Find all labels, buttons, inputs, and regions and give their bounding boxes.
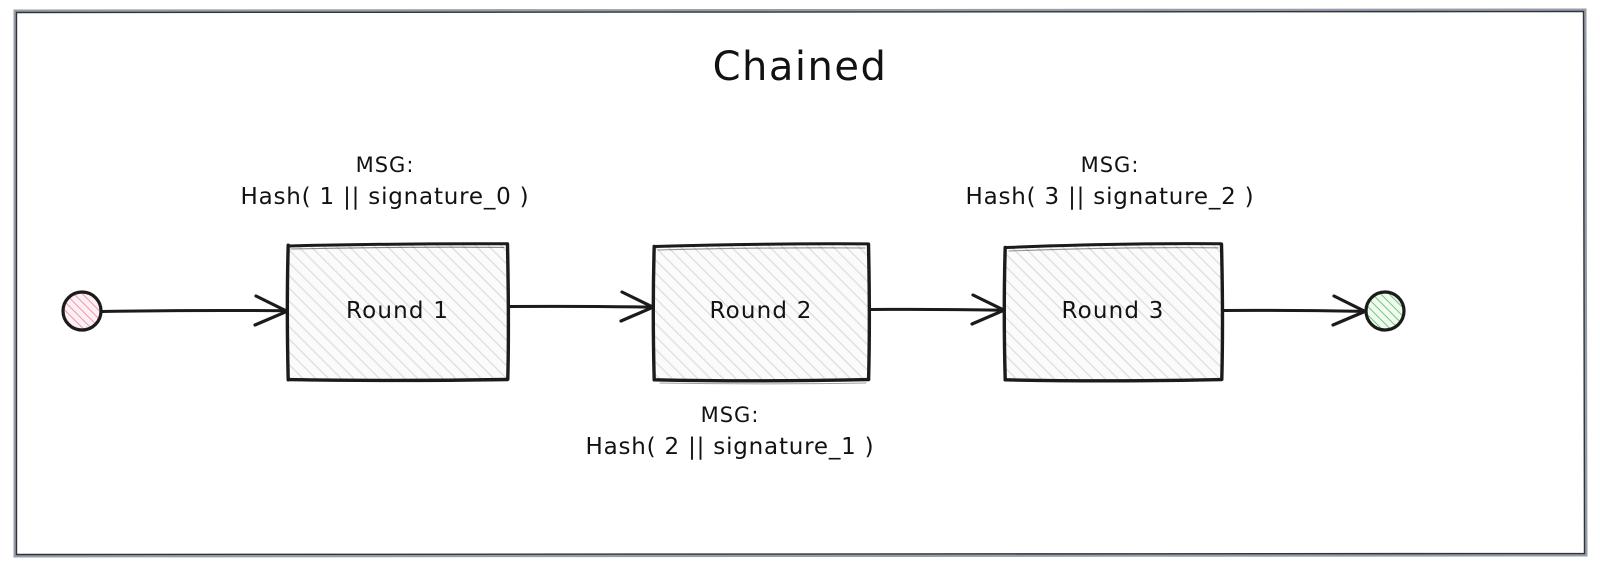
round-1-label: Round 1	[345, 298, 450, 324]
round-3-label: Round 3	[1061, 298, 1165, 324]
round-2-box[interactable]	[651, 242, 871, 385]
page-title: Chained	[712, 44, 888, 90]
message-1-head: MSG:	[355, 153, 415, 177]
message-annotation-3: MSG: Hash( 3 || signature_2 )	[910, 152, 1310, 212]
arrow-round1-to-round2	[507, 290, 655, 323]
round-3-box[interactable]	[1002, 242, 1225, 383]
message-annotation-2: MSG: Hash( 2 || signature_1 )	[530, 402, 930, 462]
message-annotation-1: MSG: Hash( 1 || signature_0 )	[185, 152, 585, 212]
end-node[interactable]	[1364, 290, 1406, 332]
arrow-round2-to-round3	[868, 293, 1006, 326]
round-2-label: Round 2	[709, 298, 813, 324]
message-3-head: MSG:	[1080, 153, 1140, 177]
round-1-box[interactable]	[285, 242, 511, 383]
outer-frame	[13, 8, 1588, 558]
start-node[interactable]	[61, 290, 103, 332]
message-1-body: Hash( 1 || signature_0 )	[240, 184, 530, 210]
arrow-round3-to-end	[1221, 294, 1367, 327]
arrow-start-to-round1	[100, 294, 289, 327]
message-2-body: Hash( 2 || signature_1 )	[585, 434, 875, 460]
message-3-body: Hash( 3 || signature_2 )	[965, 184, 1255, 210]
message-2-head: MSG:	[700, 403, 760, 427]
